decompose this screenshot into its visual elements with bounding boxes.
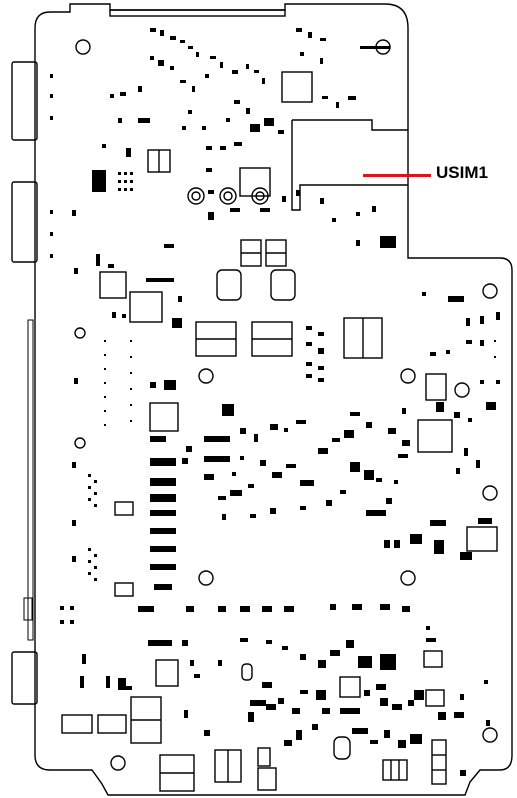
component-cluster-left-lower	[60, 378, 192, 690]
usim1-callout-line	[363, 174, 431, 177]
component-cluster-right	[402, 292, 500, 474]
component-cluster-upper-left	[72, 100, 396, 274]
mount-hole-8	[400, 570, 416, 586]
top-connector	[109, 9, 286, 17]
board-outline	[34, 3, 513, 796]
bga-dot-arrays	[88, 172, 496, 581]
left-edge-strip	[27, 319, 34, 641]
component-cluster-left-column	[50, 74, 182, 328]
left-connector-1	[11, 61, 38, 141]
mount-hole-10	[482, 727, 498, 743]
mount-hole-3	[482, 283, 498, 299]
left-connector-3	[11, 651, 38, 705]
component-cluster-center	[204, 326, 492, 560]
component-cluster-bottom	[148, 604, 490, 776]
mount-hole-5	[400, 368, 416, 384]
left-edge-tab	[23, 597, 33, 621]
usim-slot	[291, 119, 408, 211]
mount-hole-6	[482, 485, 498, 501]
mount-hole-9	[110, 755, 126, 771]
mount-hole-4	[198, 368, 214, 384]
component-cluster-top	[110, 28, 390, 108]
left-connector-2	[11, 181, 38, 263]
usim1-callout-label: USIM1	[436, 163, 488, 182]
mount-hole-7	[198, 570, 214, 586]
mount-hole-1	[75, 39, 91, 55]
